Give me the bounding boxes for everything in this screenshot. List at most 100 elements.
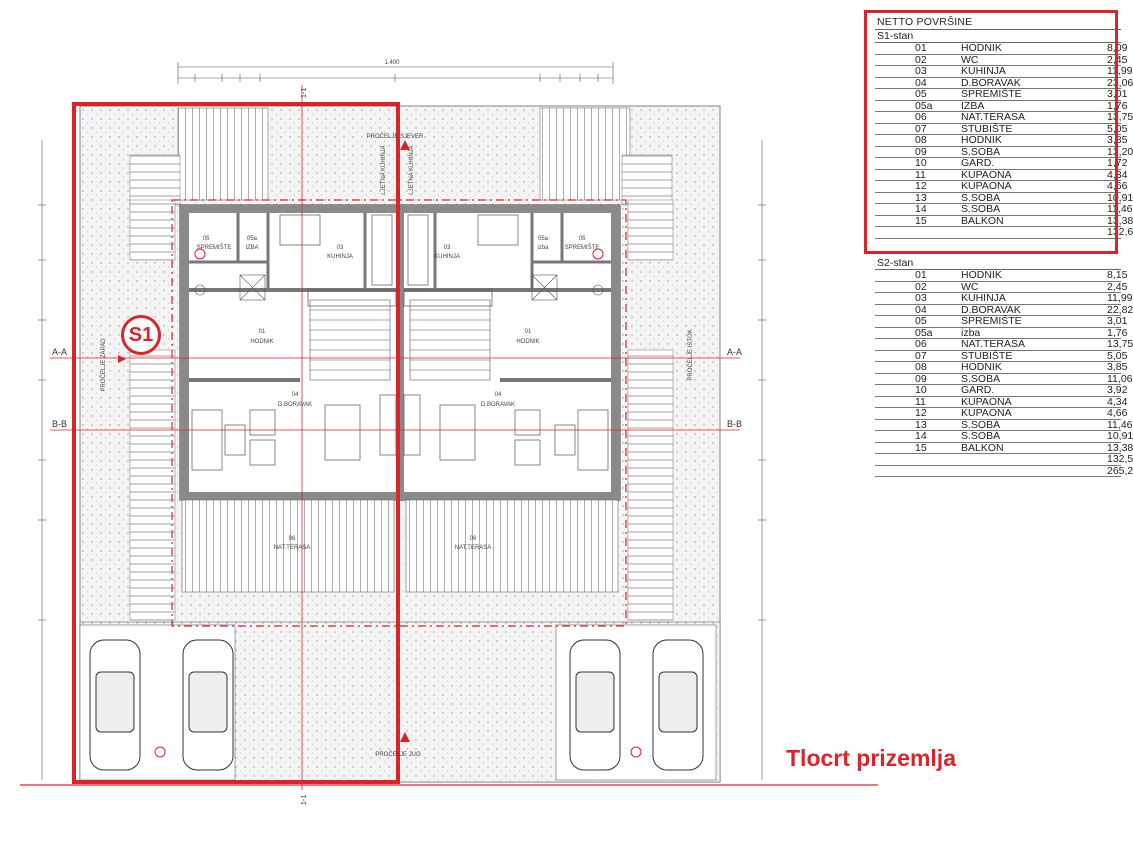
room-room: BALKON (961, 441, 1004, 454)
room-room: S.SOBA (961, 145, 1001, 158)
room-num: 04 (292, 392, 299, 398)
room-room: BALKON (961, 214, 1004, 227)
room-num: 09 (915, 145, 927, 158)
room-area: 11,46 (1107, 418, 1133, 431)
room-area: 11,06 (1107, 372, 1133, 385)
room-room: HODNIK (961, 361, 1002, 373)
s1-room-row: 03 KUHINJA 11,99 (875, 65, 1133, 78)
label-east: PROČELJE ISTOK (687, 329, 694, 380)
room-room: KUPAONA (961, 395, 1012, 408)
room-room: SPREMIŠTE (961, 315, 1022, 327)
room-num: 07 (915, 349, 927, 362)
room-num: 05 (203, 236, 210, 242)
room-num: 03 (337, 245, 344, 251)
room-num: 04 (915, 76, 927, 89)
room-area: 23,06 (1107, 76, 1133, 89)
s1-total-row: 132,6 (875, 227, 1133, 239)
parking-cars (89, 639, 704, 771)
room-name: NAT.TERASA (455, 545, 492, 551)
room-area: 2,45 (1107, 280, 1128, 293)
section-1-top: 1-1 (301, 88, 308, 98)
wc-fixtures (194, 274, 604, 301)
top-dimension-lines (177, 62, 614, 84)
room-area: 3,01 (1107, 88, 1128, 100)
room-room: GARD. (961, 384, 995, 396)
room-room: HODNIK (961, 42, 1002, 54)
room-num: 05 (915, 88, 927, 100)
room-room: WC (961, 280, 979, 293)
room-num: 12 (915, 407, 927, 419)
unit-s1-boundary (72, 102, 400, 784)
room-name: KUHINJA (327, 254, 353, 260)
section-b-left: B-B (52, 419, 67, 429)
section-a-left: A-A (52, 347, 67, 357)
room-area: 8,09 (1107, 42, 1128, 54)
s2-total-row: 132,5 (875, 454, 1133, 466)
terrace-left (181, 499, 395, 593)
side-dimension-lines (38, 140, 766, 780)
room-num: 06 (289, 536, 296, 542)
room-num: 06 (470, 536, 477, 542)
room-name: KUHINJA (434, 254, 460, 260)
room-num: 11 (915, 168, 926, 181)
room-num: 01 (525, 329, 532, 335)
terrace-right (405, 499, 619, 593)
s1-room-row: 05 SPREMIŠTE 3,01 (875, 88, 1127, 101)
room-num: 05 (915, 315, 927, 327)
room-num: 09 (915, 372, 927, 385)
room-area: 5,05 (1107, 349, 1128, 362)
room-area: 11,99 (1107, 65, 1133, 77)
section-lines (50, 85, 740, 790)
room-area: 8,15 (1107, 269, 1128, 281)
room-room: S.SOBA (961, 372, 1001, 385)
roof-outline (171, 199, 627, 627)
s2-room-row: 09 S.SOBA 11,06 (875, 372, 1133, 385)
room-name: NAT.TERASA (274, 545, 311, 551)
room-room: KUHINJA (961, 65, 1006, 77)
room-room: S.SOBA (961, 430, 1001, 442)
room-num: 02 (915, 53, 927, 66)
room-name: HODNIK (250, 339, 273, 345)
room-num: 05a (915, 99, 933, 112)
room-room: KUPAONA (961, 168, 1012, 181)
s1-heading: S1-stan (875, 30, 1121, 43)
room-room: SPREMIŠTE (961, 88, 1022, 100)
room-name: SPREMIŠTE (565, 244, 600, 251)
room-name: SPREMIŠTE (197, 244, 232, 251)
room-num: 03 (915, 65, 927, 77)
room-num: 14 (915, 203, 927, 215)
room-room: HODNIK (961, 134, 1002, 146)
north-garden-strip-right (539, 107, 631, 201)
room-area: 10,91 (1107, 191, 1133, 204)
room-room: GARD. (961, 157, 995, 169)
side-steps-right (621, 154, 674, 621)
label-south: PROČELJE JUG (375, 751, 421, 758)
s2-heading: S2-stan (875, 257, 1121, 270)
room-area: 3,01 (1107, 315, 1128, 327)
section-a-right: A-A (727, 347, 742, 357)
room-area: 11,99 (1107, 292, 1133, 304)
unit-s1-marker: S1 (121, 315, 161, 355)
room-room: D.BORAVAK (961, 303, 1021, 316)
label-summer-kitchen-right: LJETNA KUHINJA (409, 145, 415, 194)
room-name: IZBA (245, 245, 258, 251)
room-num: 15 (915, 214, 927, 227)
room-room: S.SOBA (961, 203, 1001, 215)
room-room: S.SOBA (961, 418, 1001, 431)
room-num: 12 (915, 180, 927, 192)
grand-total: 265,2 (1107, 464, 1133, 477)
room-num: 03 (444, 245, 451, 251)
